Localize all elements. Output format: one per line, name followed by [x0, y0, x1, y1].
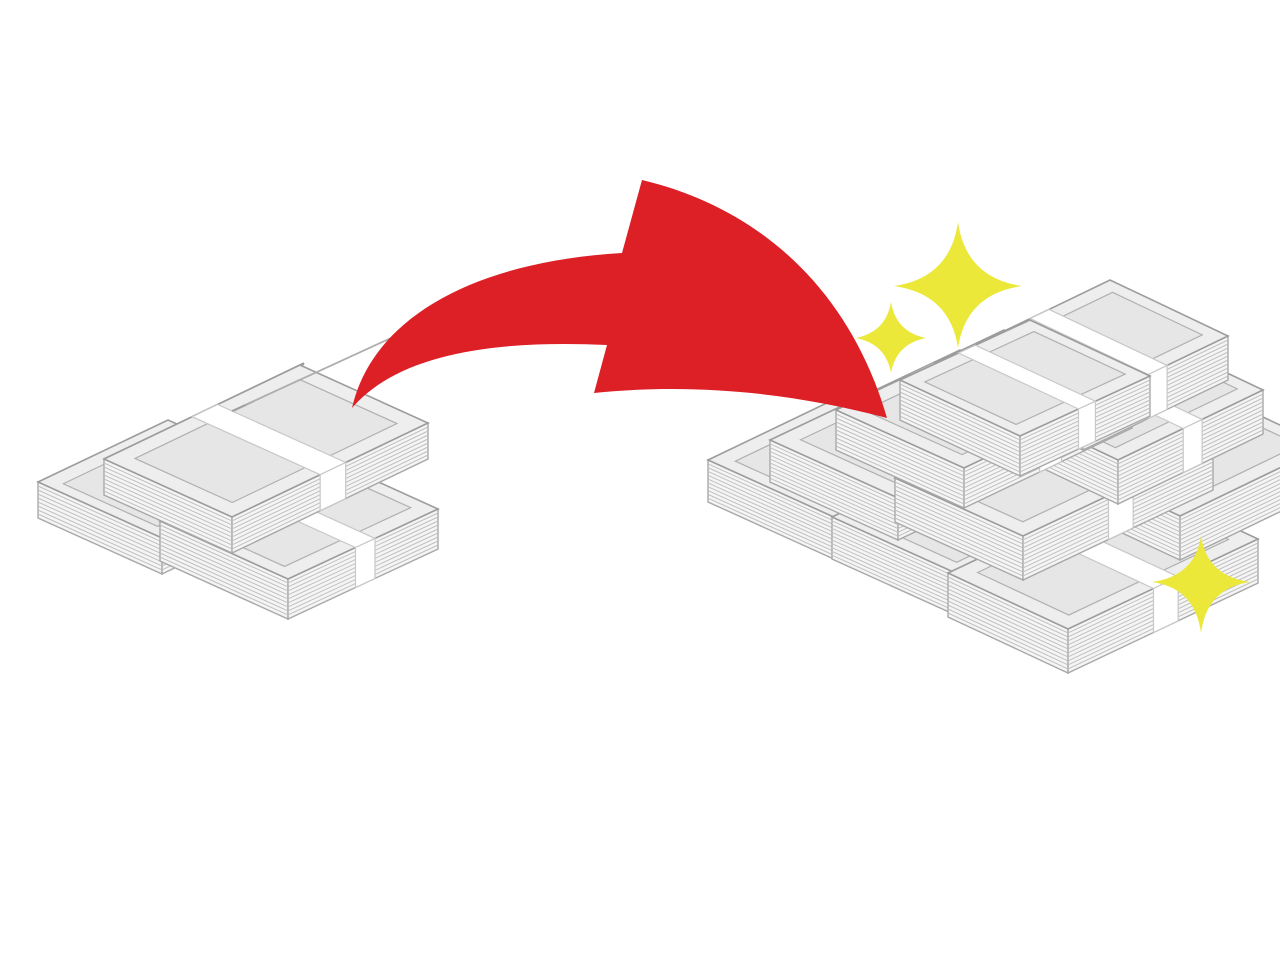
- small-money-stack: [36, 332, 440, 621]
- money-bundle: [898, 319, 1152, 478]
- growth-arrow: [352, 180, 887, 418]
- money-bundle: [102, 364, 430, 555]
- sparkle-icon: [894, 222, 1022, 348]
- sparkle-group: [856, 222, 1250, 633]
- sparkle-icon: [856, 302, 926, 373]
- large-money-stack: [706, 279, 1280, 675]
- sparkle-icon: [1152, 536, 1250, 633]
